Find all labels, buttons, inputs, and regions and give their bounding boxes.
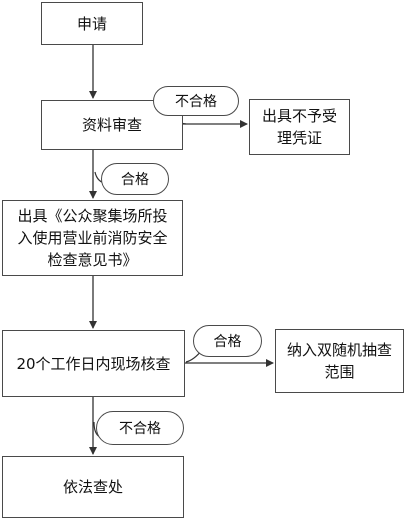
label-fail-2-text: 不合格 [119, 421, 161, 437]
label-pass-2-text: 合格 [213, 334, 242, 350]
node-onsite-check-label: 20个工作日内现场核查 [16, 354, 171, 373]
node-punish-label: 依法查处 [62, 478, 123, 496]
node-apply: 申请 [41, 2, 143, 45]
label-pass-2: 合格 [193, 325, 262, 357]
node-review-label: 资料审查 [81, 116, 142, 134]
node-reject-issue-label: 出具不予受 理凭证 [261, 107, 337, 147]
label-fail-2: 不合格 [96, 411, 184, 445]
node-punish: 依法查处 [2, 456, 184, 518]
node-issue-opinion: 出具《公众聚集场所投 入使用营业前消防安全 检查意见书》 [2, 200, 183, 276]
label-fail-1-text: 不合格 [175, 94, 217, 110]
label-pass-1-text: 合格 [121, 172, 149, 188]
label-fail-1: 不合格 [153, 86, 239, 116]
node-issue-opinion-label: 出具《公众聚集场所投 入使用营业前消防安全 检查意见书》 [17, 207, 168, 269]
node-reject-issue: 出具不予受 理凭证 [249, 99, 350, 155]
node-random-check: 纳入双随机抽查 范围 [275, 329, 404, 393]
node-apply-label: 申请 [76, 14, 107, 33]
label-pass-1: 合格 [101, 163, 169, 195]
node-onsite-check: 20个工作日内现场核查 [2, 330, 185, 397]
node-random-check-label: 纳入双随机抽查 范围 [286, 341, 392, 381]
